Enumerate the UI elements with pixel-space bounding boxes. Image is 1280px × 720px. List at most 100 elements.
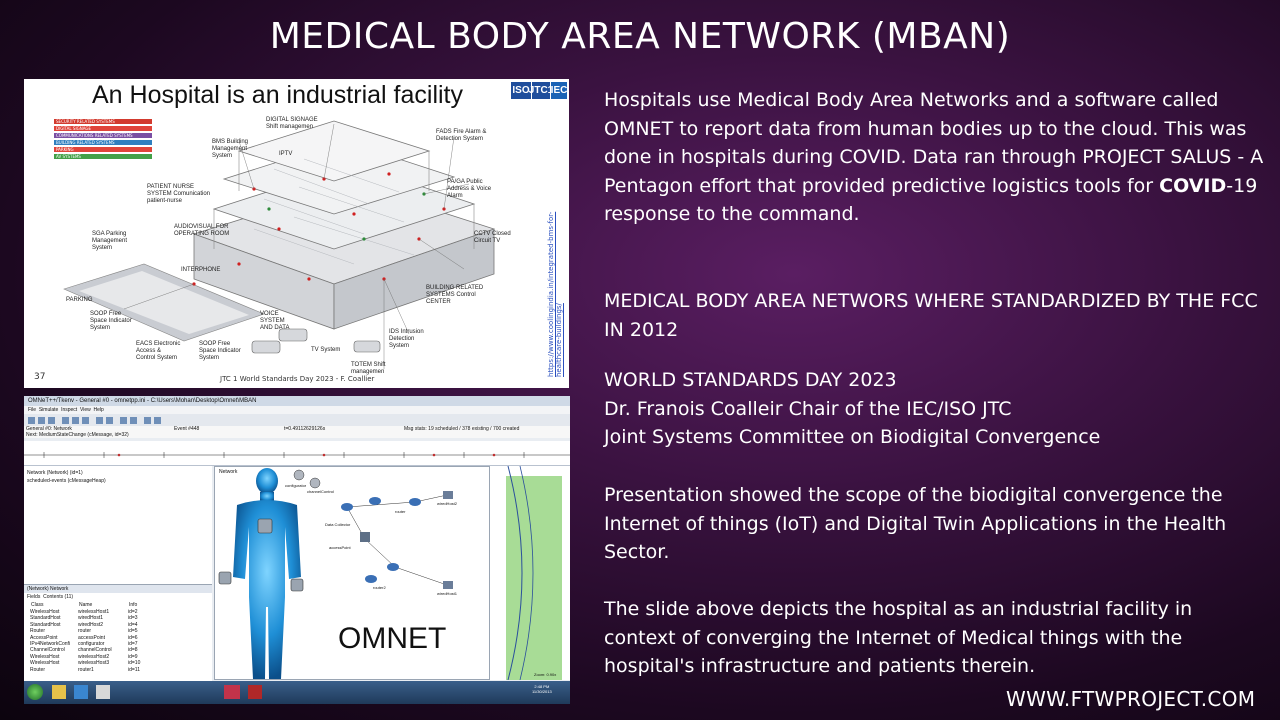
label-digital-signage: DIGITAL SIGNAGE Shift managemen [266, 117, 318, 130]
row-name: channelControl [78, 647, 112, 654]
taskbar-browser-icon[interactable] [74, 685, 88, 699]
paragraph-world-standards: WORLD STANDARDS DAY 2023 Dr. Franois Coa… [604, 366, 1264, 452]
legend-communications: COMMUNICATIONS RELATED SYSTEMS [54, 133, 152, 138]
tree-item-network[interactable]: Network (Network) (id=1) [27, 470, 83, 476]
inspector-tab-fields[interactable]: Fields [27, 594, 41, 600]
menu-simulate[interactable]: Simulate [38, 407, 59, 413]
legend-security: SECURITY RELATED SYSTEMS [54, 119, 152, 124]
row-name: wirelessHost3 [78, 660, 110, 667]
menu-view[interactable]: View [79, 407, 91, 413]
signal-arcs [507, 466, 534, 680]
label-tv: TV System [311, 347, 341, 353]
label-audiovisual: AUDIOVISUAL FOR OPERATING ROOM [174, 224, 230, 237]
network-canvas[interactable]: Network [214, 466, 490, 680]
website-url[interactable]: WWW.FTWPROJECT.COM [1006, 687, 1256, 711]
taskbar-clock: 2:48 PM 11/30/2013 [532, 684, 552, 694]
label-sga: SGA Parking Management System [92, 231, 128, 251]
taskbar-app-icon[interactable] [96, 685, 110, 699]
label-eacs: EACS Electronic Access & Control System [136, 341, 181, 361]
omnet-caption: OMNET [338, 622, 447, 655]
label-interphone: INTERPHONE [181, 267, 221, 273]
paragraph-covid-tail: -19 response to the command. [604, 174, 1258, 226]
node-data-collector[interactable]: Data Collector [325, 522, 351, 527]
label-soop: SOOP Free Space Indicator System [90, 311, 132, 331]
row-info: id=10 [128, 660, 141, 667]
taskbar-matlab-icon[interactable] [224, 685, 240, 699]
human-body-figure [233, 468, 301, 679]
object-inspector: (Network) Network Fields Contents (11) C… [24, 584, 212, 682]
slide-page-number: 37 [34, 372, 46, 382]
paragraph-covid-bold: COVID [1159, 174, 1227, 197]
label-building-related: BUILDING RELATED SYSTEMS Control CENTER [426, 285, 484, 305]
iec-logo: IEC [551, 82, 567, 99]
status-msg: Msg stats: 19 scheduled / 378 existing /… [404, 426, 520, 432]
omnet-status-bar: General #0: Network Event #448 t=0.49112… [24, 426, 570, 438]
row-info: id=9 [128, 653, 138, 660]
node-wired-host-2[interactable]: wiredHost2 [437, 501, 458, 506]
zoom-readout: Zoom: 0.90x [534, 672, 557, 677]
row-class: Router [30, 628, 46, 635]
legend-building: BUILDING RELATED SYSTEMS [54, 140, 152, 145]
status-network: General #0: Network [26, 426, 72, 432]
label-parking: PARKING [66, 297, 93, 303]
label-paga: PA/GA Public Address & Voice Alarm [447, 179, 492, 199]
slide-title: MEDICAL BODY AREA NETWORK (MBAN) [269, 16, 1011, 57]
node-wired-host-1[interactable]: wiredHost1 [437, 591, 458, 596]
row-info: id=4 [128, 621, 138, 628]
node-access-point[interactable]: accessPoint [329, 545, 351, 550]
taskbar-explorer-icon[interactable] [52, 685, 66, 699]
row-name: router [78, 628, 92, 635]
menu-inspect[interactable]: Inspect [61, 407, 78, 413]
omnet-screenshot: OMNeT++/Tkenv - General #0 - omnetpp.ini… [24, 396, 570, 704]
object-tree: Network (Network) (id=1) scheduled-event… [24, 466, 212, 584]
node-channel-control[interactable]: channelControl [307, 489, 334, 494]
row-class: IPv4NetworkConfi [30, 641, 71, 648]
label-bms: BMS Building Management System [212, 139, 249, 159]
paragraph-covid: Hospitals use Medical Body Area Networks… [604, 86, 1264, 229]
row-class: StandardHost [30, 621, 61, 628]
inspector-tab-contents[interactable]: Contents (11) [43, 594, 74, 600]
omnet-timeline [24, 441, 570, 466]
paragraph-covid-text: Hospitals use Medical Body Area Networks… [604, 89, 1264, 197]
node-router[interactable]: router [395, 509, 406, 514]
start-button[interactable] [27, 684, 43, 700]
menu-help[interactable]: Help [93, 407, 104, 413]
status-time: t=0.49112629126s [284, 426, 326, 432]
legend-signage: DIGITAL SIGNAGE [54, 126, 152, 131]
node-router-2[interactable]: router2 [373, 585, 386, 590]
taskbar-omnet-icon[interactable] [248, 685, 262, 699]
table-row[interactable]: StandardHost wiredHost2 id=4 [30, 622, 160, 628]
node-configurator[interactable]: configurator [285, 483, 307, 488]
legend-av: AV SYSTEMS [54, 154, 152, 159]
legend-parking: PARKING [54, 147, 152, 152]
status-event: Event #448 [174, 426, 200, 432]
col-class[interactable]: Class [31, 602, 44, 608]
label-totem: TOTEM Shift managemen [351, 362, 386, 375]
row-name: wirelessHost2 [78, 653, 110, 660]
col-info[interactable]: Info [129, 602, 138, 608]
row-name: wiredHost1 [78, 615, 104, 622]
paragraph-slide-above: The slide above depicts the hospital as … [604, 598, 1193, 677]
source-url-link[interactable]: https://www.coolingindia.in/integrated-b… [547, 211, 563, 377]
toolbar-icons [28, 417, 161, 424]
label-fads: FADS Fire Alarm & Detection System [436, 129, 487, 142]
col-name[interactable]: Name [79, 602, 93, 608]
row-name: wiredHost2 [78, 621, 104, 628]
row-info: id=6 [128, 634, 138, 641]
windows-taskbar: 2:48 PM 11/30/2013 [24, 681, 570, 704]
menu-file[interactable]: File [28, 407, 37, 413]
label-soop-2: SOOP Free Space Indicator System [199, 341, 241, 361]
label-ids: IDS Intrusion Detection System [389, 329, 424, 349]
tree-item-scheduled-events[interactable]: scheduled-events (cMessageHeap) [27, 478, 106, 484]
row-name: accessPoint [78, 634, 105, 641]
